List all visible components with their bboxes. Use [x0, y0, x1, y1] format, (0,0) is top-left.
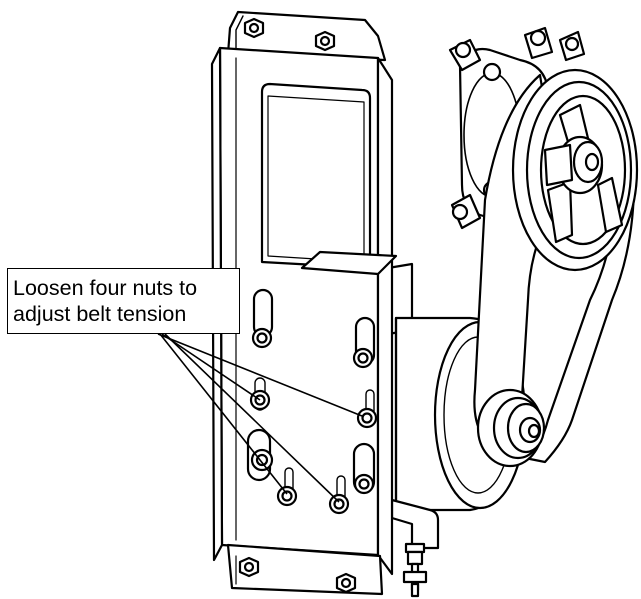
- large-pulley: [511, 68, 639, 272]
- nut-bottom-right: [328, 493, 350, 515]
- nut-upper-left: [251, 327, 273, 349]
- nut-upper-right: [352, 347, 374, 369]
- motor-foot-bracket: [390, 498, 440, 598]
- nut-lower-right: [353, 473, 375, 495]
- callout-leader-lines: [157, 333, 363, 503]
- callout-line-1: Loosen four nuts to: [13, 276, 198, 300]
- callout-line-2: adjust belt tension: [13, 302, 187, 326]
- small-pulley: [476, 388, 546, 468]
- callout-label: Loosen four nuts to adjust belt tension: [7, 268, 240, 334]
- nut-mid-right: [356, 407, 378, 429]
- plate-bottom-bolts: [238, 556, 357, 594]
- adjustment-nuts: [249, 327, 378, 515]
- plate-top-bolts: [243, 17, 336, 52]
- nut-bottom-left: [276, 485, 298, 507]
